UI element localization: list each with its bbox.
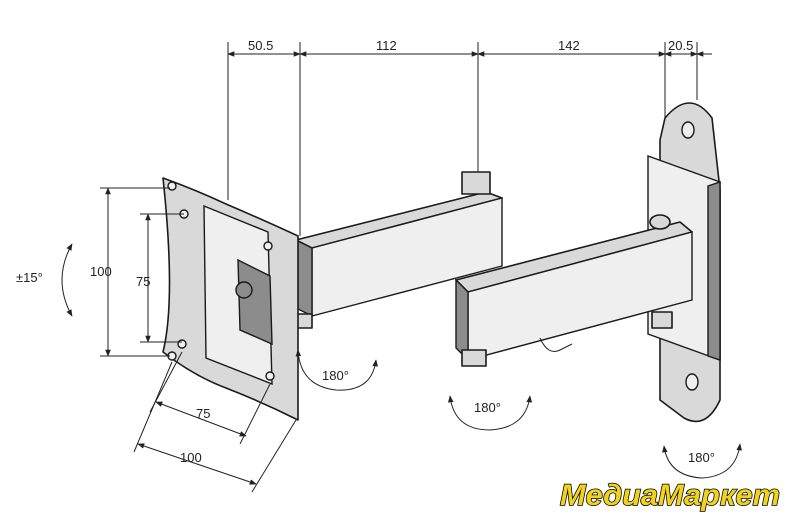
dim-top-4: 20.5: [668, 38, 693, 53]
dim-bottom-inner: 75: [196, 406, 210, 421]
top-dimensions: 50.5 112 142 20.5: [227, 38, 712, 236]
elbow-top-nut: [461, 171, 491, 195]
tilt-knob: [235, 281, 253, 299]
rotation-label-1: 180°: [322, 368, 349, 383]
lower-bolt-elbow: [461, 349, 487, 367]
wall-plate-bottom-hole: [685, 373, 699, 391]
dim-top-1: 50.5: [248, 38, 273, 53]
cable-clip: [539, 337, 573, 352]
wall-plate-top-hole: [681, 121, 695, 139]
wall-arm: [455, 214, 693, 367]
vesa-plate: [162, 177, 299, 421]
rotation-label-3: 180°: [688, 450, 715, 465]
vesa-hole-right-top: [263, 241, 273, 251]
tilt-indicator: ±15°: [16, 243, 73, 317]
bottom-dimensions: 75 100: [133, 351, 297, 493]
dim-top-3: 142: [558, 38, 580, 53]
mediamarket-logo: МедиаМаркет: [560, 479, 780, 512]
vesa-hole-right-bottom: [265, 371, 275, 381]
rotation-label-2: 180°: [474, 400, 501, 415]
dim-left-inner: 75: [136, 274, 150, 289]
lower-bolt-wall: [651, 311, 673, 329]
dim-left-outer: 100: [90, 264, 112, 279]
pivot-cap-wall: [649, 214, 671, 230]
left-dimensions: 100 75: [90, 187, 184, 357]
vesa-hole-inner-bottom: [177, 339, 187, 349]
rotation-indicators: 180° 180° 180°: [295, 349, 742, 479]
dim-bottom-outer: 100: [180, 450, 202, 465]
tilt-angle-label: ±15°: [16, 270, 43, 285]
vesa-hole-top-left: [167, 181, 177, 191]
dim-top-2: 112: [376, 38, 397, 53]
